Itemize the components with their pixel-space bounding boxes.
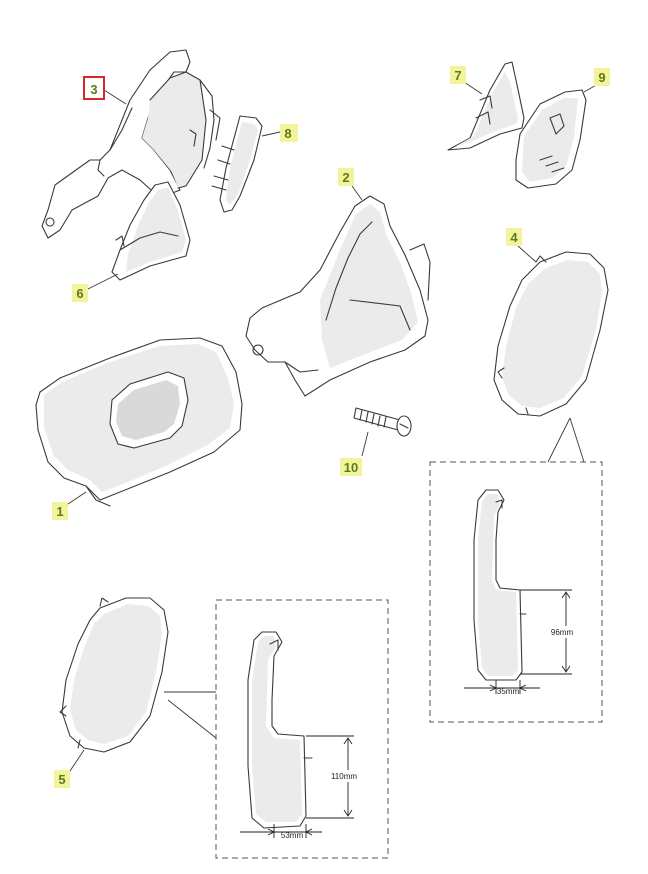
part-4-mirror-back-right[interactable]: [493, 251, 609, 417]
callout-4-label: 4: [510, 230, 518, 245]
dimension-label-53mm: 53mm: [281, 831, 304, 840]
dimension-label-110mm: 110mm: [331, 772, 357, 781]
callout-9[interactable]: 9: [594, 68, 610, 86]
dimension-width-small: 35mm: [464, 680, 540, 696]
callout-4[interactable]: 4: [506, 228, 522, 246]
callout-5[interactable]: 5: [54, 770, 70, 788]
inset-connector-right: [547, 417, 585, 463]
part-9-mirror-cap-right[interactable]: [515, 89, 587, 189]
part-5-mirror-back-left[interactable]: [59, 597, 169, 753]
part-8-clip-plate[interactable]: [211, 115, 263, 213]
callout-10-label: 10: [344, 460, 358, 475]
inset-profile-small: 96mm 35mm: [429, 461, 603, 723]
callout-5-label: 5: [58, 772, 65, 787]
callout-3[interactable]: 3: [83, 76, 105, 100]
part-7-mirror-cap-left[interactable]: [447, 61, 525, 151]
part-3-bracket-arm[interactable]: [41, 49, 221, 239]
part-10-screw[interactable]: [353, 407, 412, 437]
callout-3-label: 3: [90, 82, 97, 97]
callout-7[interactable]: 7: [450, 66, 466, 84]
dimension-height-large: 110mm: [306, 735, 358, 819]
dimension-label-96mm: 96mm: [551, 628, 574, 637]
dimension-width-large: 53mm: [240, 824, 322, 840]
part-1-mirror-glass[interactable]: [35, 337, 243, 507]
part-2-main-housing[interactable]: [245, 195, 431, 397]
callout-6[interactable]: 6: [72, 284, 88, 302]
dimension-label-35mm: 35mm: [497, 687, 520, 696]
callout-8[interactable]: 8: [280, 124, 298, 142]
callout-9-label: 9: [598, 70, 605, 85]
callout-1-label: 1: [56, 504, 63, 519]
callout-8-label: 8: [284, 126, 291, 141]
inset-profile-large: 110mm 53mm: [215, 599, 389, 859]
callout-2[interactable]: 2: [338, 168, 354, 186]
dimension-height-small: 96mm: [520, 589, 576, 675]
part-6-triangle-bracket[interactable]: [111, 181, 191, 281]
inset-connector-left: [164, 691, 217, 739]
callout-1[interactable]: 1: [52, 502, 68, 520]
callout-6-label: 6: [76, 286, 83, 301]
callout-10[interactable]: 10: [340, 458, 362, 476]
callout-7-label: 7: [454, 68, 461, 83]
callout-2-label: 2: [342, 170, 349, 185]
